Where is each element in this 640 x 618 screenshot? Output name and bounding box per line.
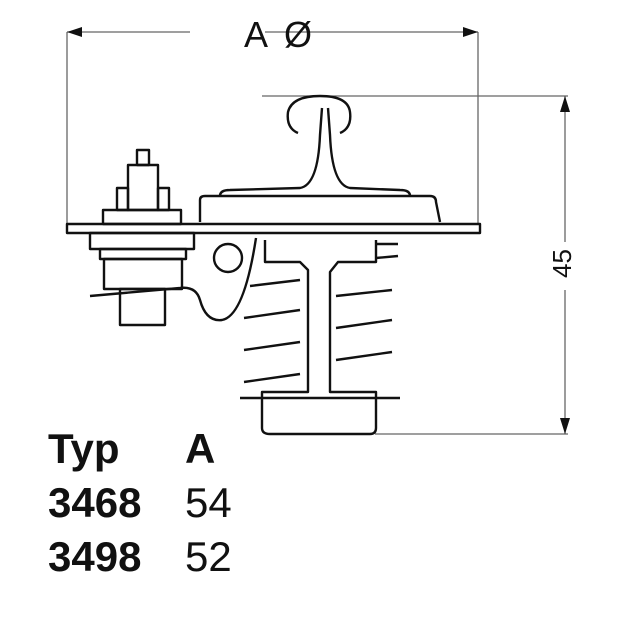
a-value: 52 bbox=[185, 533, 232, 580]
diameter-dimension-label: A Ø bbox=[244, 14, 317, 55]
table-header: Typ A bbox=[48, 422, 232, 476]
header-a: A bbox=[185, 425, 216, 472]
height-dimension-label: 45 bbox=[546, 249, 577, 278]
type-number: 3498 bbox=[48, 533, 142, 580]
type-number: 3468 bbox=[48, 479, 142, 526]
header-typ: Typ bbox=[48, 425, 120, 472]
a-value: 54 bbox=[185, 479, 232, 526]
table-row: 3468 54 bbox=[48, 476, 232, 530]
table-row: 3498 52 bbox=[48, 530, 232, 584]
type-table: Typ A 3468 54 3498 52 bbox=[48, 422, 232, 584]
